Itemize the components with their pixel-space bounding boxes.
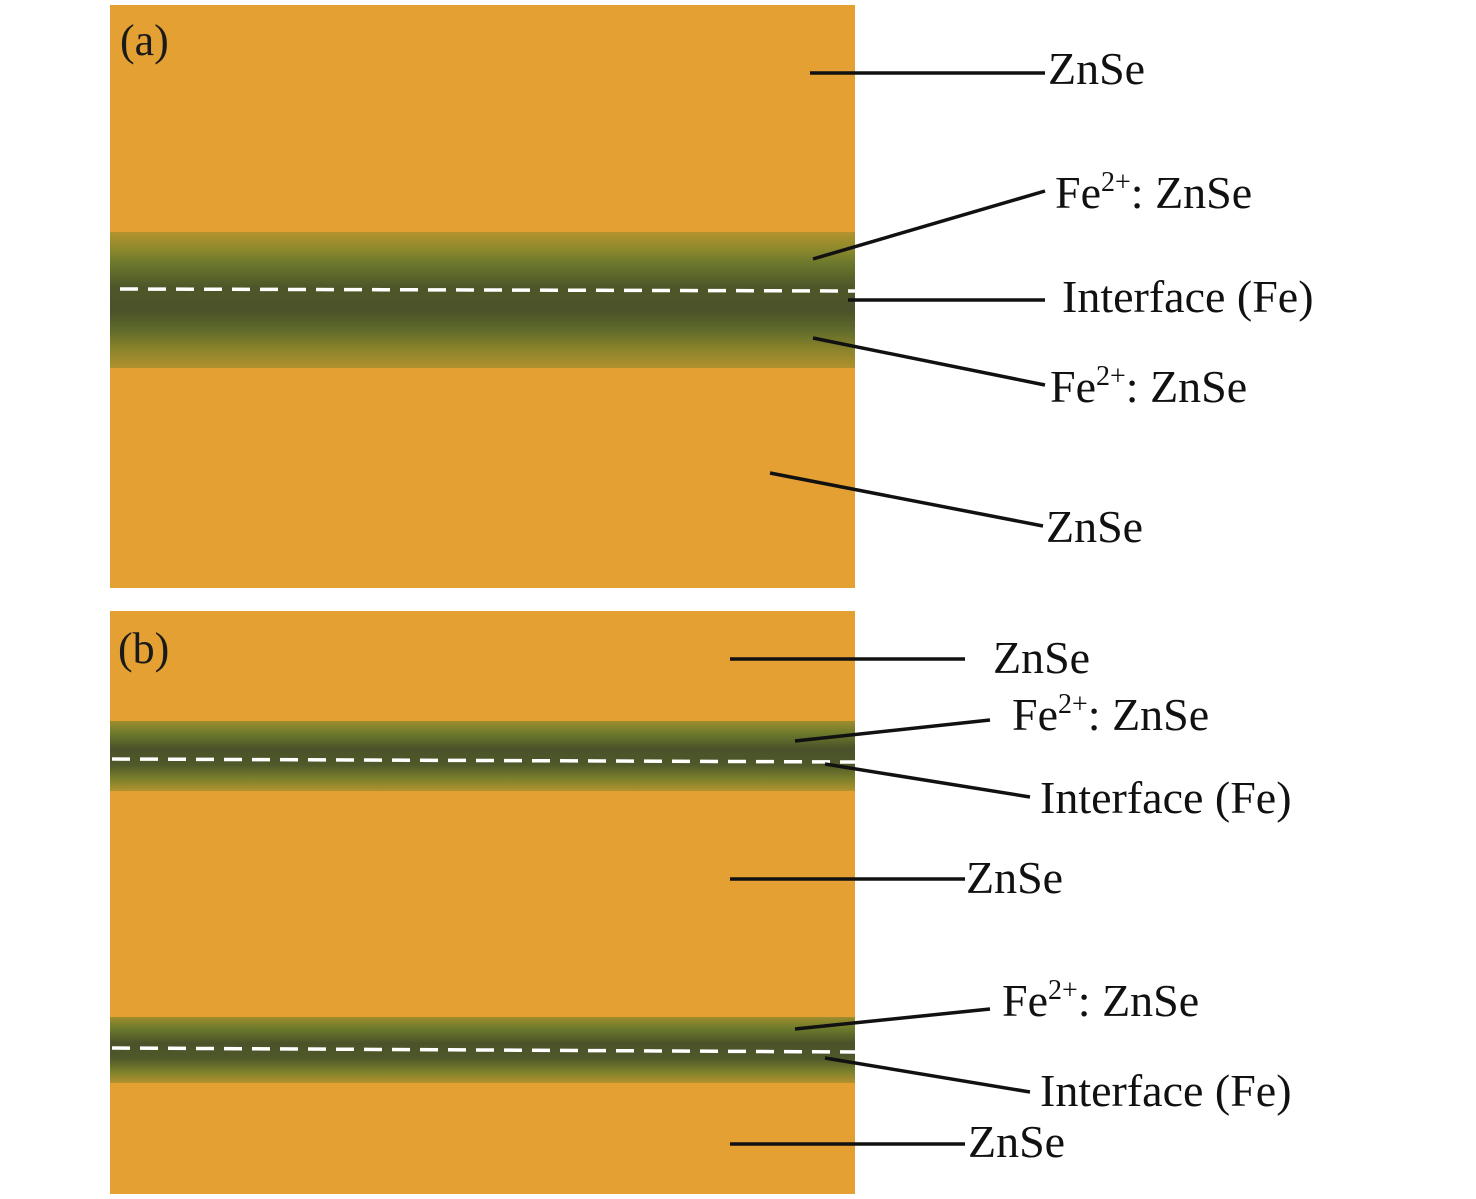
panel-a-callout-fe-zndse-upper: Fe2+: ZnSe — [1055, 167, 1252, 218]
panel-a-callout-zndse-top: ZnSe — [1048, 43, 1145, 94]
panel-b-callout-interface-upper: Interface (Fe) — [1040, 772, 1292, 823]
panel-b-crystal — [110, 611, 855, 1194]
panel-a-callout-interface: Interface (Fe) — [1062, 271, 1314, 322]
panel-b-interface-line-upper — [111, 757, 856, 764]
panel-b-callout-interface-lower: Interface (Fe) — [1040, 1065, 1292, 1116]
panel-b-callout-fe-zndse-lower: Fe2+: ZnSe — [1002, 975, 1199, 1026]
panel-a-callout-fe-zndse-lower: Fe2+: ZnSe — [1050, 361, 1247, 412]
panel-b-leader-fe-zndse-upper — [794, 718, 991, 743]
panel-a-leader-fe-zndse-upper — [812, 189, 1046, 261]
panel-b-callout-zndse-top: ZnSe — [993, 632, 1090, 683]
panel-a-label: (a) — [120, 16, 169, 65]
panel-b-leader-interface-lower — [824, 1056, 1031, 1094]
panel-a-leader-zndse-bottom — [769, 471, 1044, 528]
panel-b-doped-band-upper — [110, 721, 855, 791]
panel-b-callout-fe-zndse-upper: Fe2+: ZnSe — [1012, 689, 1209, 740]
panel-a-leader-fe-zndse-lower — [812, 336, 1046, 387]
panel-b-interface-line-lower — [111, 1046, 856, 1054]
panel-a-interface-line — [119, 287, 856, 293]
panel-a-callout-zndse-bottom: ZnSe — [1046, 501, 1143, 552]
panel-b-label: (b) — [118, 624, 169, 673]
panel-a-doped-band — [110, 232, 855, 368]
panel-b-leader-interface-upper — [824, 762, 1031, 799]
panel-b-leader-fe-zndse-lower — [794, 1007, 991, 1031]
panel-b-callout-zndse-middle: ZnSe — [966, 852, 1063, 903]
panel-b: (b) ZnSe Fe2+: ZnSe Interface (Fe) ZnSe … — [110, 611, 1292, 1194]
panel-b-callout-zndse-bottom: ZnSe — [968, 1116, 1065, 1167]
panel-a: (a) ZnSe Fe2+: ZnSe Interface (Fe) Fe2+:… — [110, 5, 1314, 588]
